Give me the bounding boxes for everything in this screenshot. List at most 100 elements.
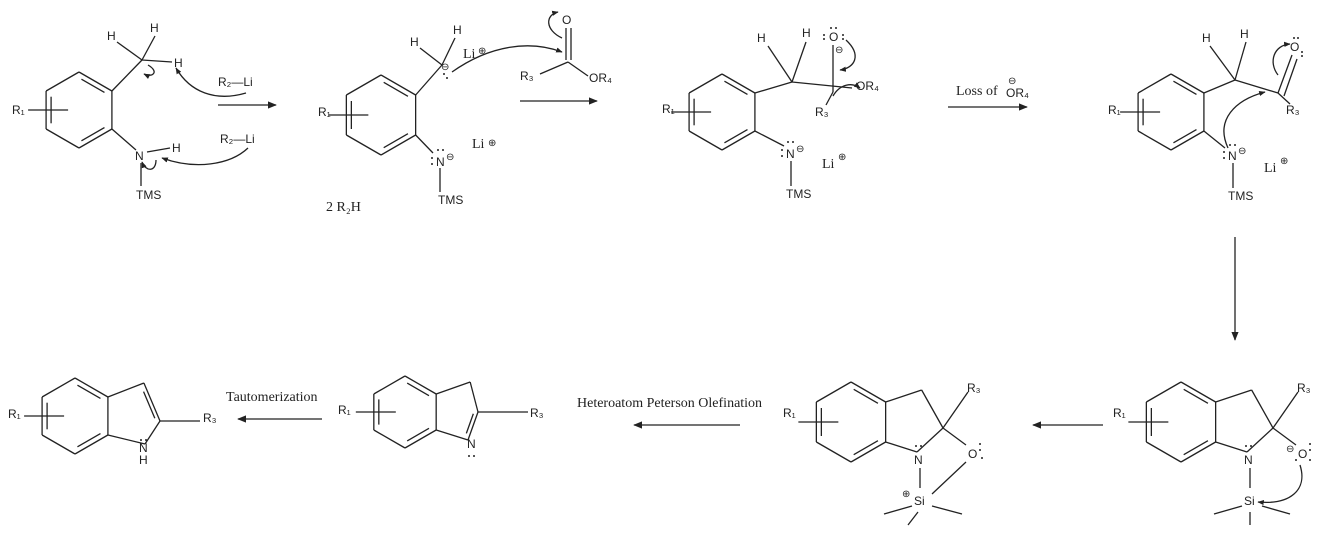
bond-line [346,134,382,156]
curved-arrow-icon [548,10,563,39]
curved-arrow-icon [175,67,247,97]
bond-line [81,78,105,94]
bond-line [853,440,879,456]
bond-line [45,128,80,149]
bond-line [146,147,171,153]
tms-label: TMS [786,187,811,201]
r1-label: R₁ [318,105,331,119]
bond-line [921,389,944,429]
curved-arrow-icon [451,45,563,73]
bond-line [415,64,443,96]
leaving-group-label: OR₄ [1006,86,1029,100]
bond-line [141,59,173,63]
bond-line [406,382,430,397]
bond-line [373,429,406,449]
bond-line [721,130,756,151]
h-label: H [107,29,116,43]
n-label: N [786,147,795,161]
bond-line [942,427,967,446]
bond-line [850,381,886,403]
bond-line [1146,441,1182,463]
structure-4-ketone: R₁ H H O R₃ N ⊖ TMS Li ⊕ [1108,27,1303,203]
step-label: Heteroatom Peterson Olefination [577,396,762,411]
structure-8-indole-product: R₁ R₃ N H [8,407,217,467]
bond-line [143,382,161,422]
bond-line [1170,130,1205,151]
bond-line [1173,128,1197,144]
li-charge: ⊕ [838,152,846,163]
h-label: H [1202,31,1211,45]
curved-arrow-icon [832,82,861,97]
bond-line [816,381,852,403]
si-label: Si [1244,494,1255,508]
bonds-layer [24,28,1299,526]
bond-line [78,71,113,92]
amide-charge: ⊖ [1238,146,1246,157]
o-label: O [968,447,977,461]
bond-line [1246,427,1274,453]
bond-line [1209,45,1236,81]
carbanion-charge: ⊖ [441,62,449,73]
bond-line [467,411,479,441]
or4-label: OR₄ [589,71,612,85]
tms-label: TMS [1228,189,1253,203]
bond-line [539,61,569,75]
bond-line [1272,391,1299,429]
bond-line [1183,388,1209,404]
structure-6-silyl-bridged: R₁ R₃ N O Si ⊕ [783,381,983,508]
byproduct-label: 2 R₂H [326,200,361,215]
r1-label: R₁ [1108,103,1121,117]
bond-line [77,384,101,400]
li-label: Li [822,157,835,172]
step-label: Tautomerization [226,390,318,405]
bond-line [144,420,161,445]
bond-line [885,441,918,453]
bond-line [380,74,416,96]
structure-7-3h-indole: R₁ R₃ N [338,403,544,457]
bond-line [45,71,80,92]
step-label: Loss of [956,84,998,99]
r3-label: R₃ [1286,103,1300,117]
bond-line [415,134,434,154]
bond-line [107,382,145,398]
curved-arrow-icon [839,39,856,72]
bond-line [688,130,723,151]
bond-line [567,61,589,77]
bond-line [111,128,137,151]
h-label: H [410,35,419,49]
bond-line [78,128,113,149]
or4-label: OR₄ [856,79,879,93]
bond-line [404,375,437,395]
bond-line [435,381,471,395]
bond-line [380,134,416,156]
bond-line [111,59,143,92]
r3-label: R₃ [520,69,534,83]
bond-line [77,432,101,448]
bond-line [469,381,479,413]
n-label: N [135,149,144,163]
bond-line [850,441,886,463]
bond-line [688,73,723,94]
bond-line [404,429,437,449]
bond-line [1272,427,1297,446]
n-label: N [1228,149,1237,163]
r2li-reagent-label: R₂—Li [218,75,253,89]
li-label: Li [463,47,476,62]
n-label: N [1244,453,1253,467]
bond-line [724,128,748,144]
n-label: N [436,155,445,169]
silicon-charge: ⊕ [902,489,910,500]
peterson-olefination-step: Heteroatom Peterson Olefination [577,396,762,429]
o-label: O [1298,447,1307,461]
bond-line [1203,79,1236,94]
h-label: H [139,453,148,467]
r2li-reagent-label: R₂—Li [220,132,255,146]
curved-arrow-icon [1257,464,1303,506]
li-charge: ⊕ [1280,156,1288,167]
h-label: H [172,141,181,155]
bond-line [1180,381,1216,403]
r1-label: R₁ [1113,406,1126,420]
bond-line [465,413,474,434]
bond-line [791,81,853,89]
